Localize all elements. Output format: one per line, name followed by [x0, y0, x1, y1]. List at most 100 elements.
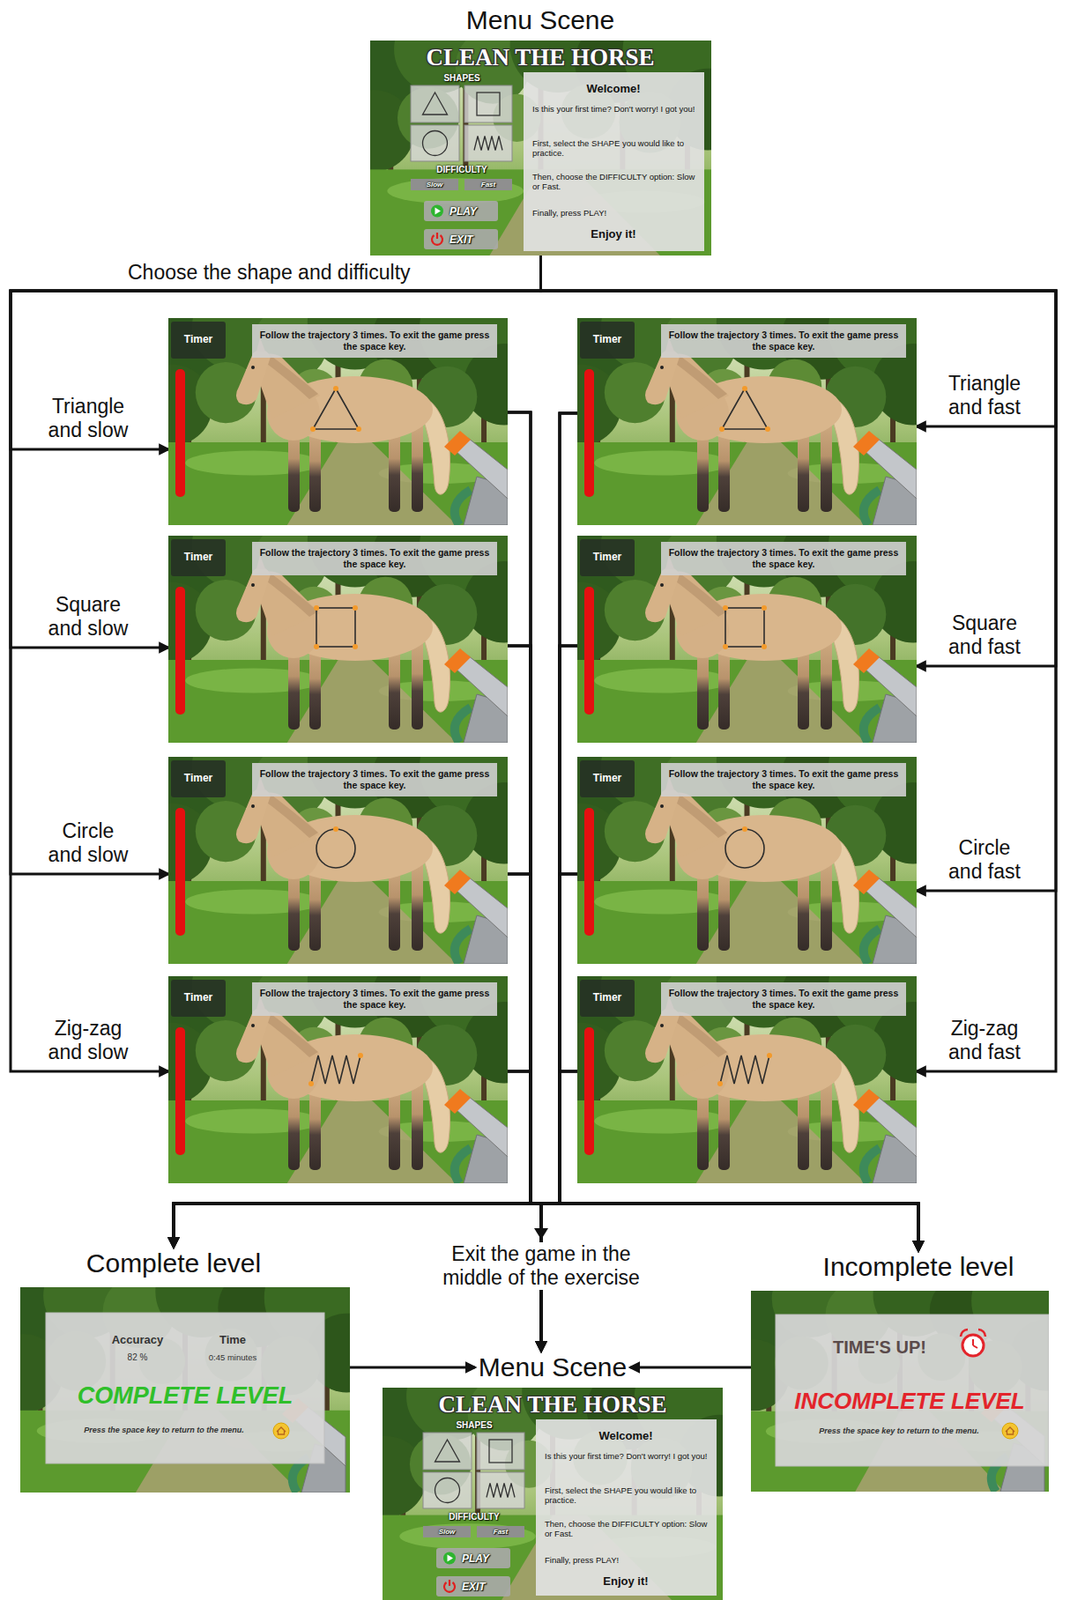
flow-label: Exit the game in the middle of the exerc… [426, 1242, 656, 1291]
menu-section-label: DIFFICULTY [436, 164, 488, 176]
illustration-polyline [720, 1055, 770, 1085]
illustration-circle [430, 205, 444, 218]
screenshot-box: Complete levelAccuracy82 %Time0:45 minut… [20, 1287, 350, 1494]
illustration-polyline [311, 1055, 361, 1085]
illustration-rect [168, 660, 508, 744]
illustration-circle [660, 583, 664, 588]
screenshot-box: Menu SceneCLEAN THE HORSESHAPESDIFFICULT… [370, 40, 712, 256]
instruction-banner: Follow the trajectory 3 times. To exit t… [661, 542, 907, 576]
illustration-circle [273, 1423, 290, 1440]
illustration-rect [436, 1548, 511, 1569]
illustration-rect [168, 535, 508, 744]
illustration-rect [535, 1419, 717, 1597]
illustration-rect [476, 1472, 525, 1509]
instruction-banner: Follow the trajectory 3 times. To exit t… [252, 763, 498, 797]
illustration-rect [464, 125, 513, 162]
illustration-rect [423, 200, 498, 222]
illustration-rect [168, 318, 508, 526]
illustration-rect [410, 85, 460, 123]
illustration-rect [436, 1576, 511, 1598]
illustration-polygon [853, 430, 880, 456]
illustration-polygon [435, 208, 442, 216]
illustration-circle [725, 829, 765, 869]
branch-label: Circle and slow [44, 819, 132, 868]
illustration-rect [577, 881, 917, 965]
illustration-path [236, 1008, 271, 1063]
panel-heading: Welcome! [586, 81, 640, 97]
illustration-rect [423, 1433, 472, 1471]
instruction-banner: Follow the trajectory 3 times. To exit t… [661, 324, 907, 358]
instruction-banner: Follow the trajectory 3 times. To exit t… [661, 982, 907, 1017]
illustration-path [1005, 1427, 1015, 1435]
connector-arrow [559, 646, 919, 1251]
illustration-circle [660, 365, 664, 370]
illustration-rect [410, 125, 460, 162]
illustration-polygon [853, 648, 880, 674]
difficulty-button: Fast [476, 1526, 525, 1539]
instruction-text: Finally, press PLAY! [544, 1555, 711, 1566]
illustration-circle [357, 1053, 364, 1059]
illustration-rect [577, 976, 917, 1184]
timer-label: Timer [170, 539, 226, 577]
illustration-circle [722, 605, 729, 611]
illustration-rect [175, 587, 186, 715]
connector-arrow [10, 255, 542, 875]
screenshot-box: Timer Follow the trajectory 3 times. To e… [577, 976, 917, 1184]
timer-label: Timer [170, 760, 226, 798]
illustration-circle [333, 386, 339, 392]
illustration-rect [45, 1313, 325, 1464]
menu-section-label: SHAPES [443, 73, 480, 84]
branch-label: Square and fast [941, 611, 1028, 660]
outcome-heading: Complete level [86, 1248, 261, 1279]
illustration-circle [352, 605, 358, 611]
illustration-rect [464, 85, 513, 123]
illustration-circle [722, 644, 729, 650]
illustration-rect [489, 1440, 513, 1464]
illustration-polygon [435, 1440, 461, 1463]
screenshot-box: TimerFollow the trajectory 3 times. To e… [577, 757, 917, 965]
timer-label: Timer [579, 539, 635, 577]
illustration-rect [175, 369, 186, 498]
illustration-path [645, 567, 680, 623]
panel-heading: Enjoy it! [602, 1575, 648, 1590]
illustration-circle [313, 605, 320, 611]
illustration-ellipse [594, 1108, 730, 1134]
illustration-circle [766, 1053, 773, 1059]
connector-arrow [541, 255, 1057, 667]
difficulty-button: Fast [464, 178, 513, 191]
result-label: Time [219, 1333, 246, 1348]
illustration-rect [577, 1100, 917, 1184]
illustration-circle [742, 386, 748, 392]
menu-button: PLAY [449, 205, 496, 219]
illustration-polygon [423, 92, 448, 115]
illustration-rect [410, 178, 459, 191]
connector-arrow [173, 413, 578, 1248]
status-banner: COMPLETE LEVEL [77, 1382, 294, 1411]
instruction-banner: Follow the trajectory 3 times. To exit t… [252, 542, 498, 576]
status-banner: INCOMPLETE LEVEL [794, 1388, 1025, 1416]
difficulty-button: Slow [410, 178, 459, 191]
menu-section-label: SHAPES [455, 1420, 492, 1432]
illustration-rect [725, 608, 765, 647]
screenshot-box: TimerFollow the trajectory 3 times. To e… [168, 976, 508, 1184]
illustration-rect [168, 976, 508, 1184]
menu-button: PLAY [461, 1552, 508, 1567]
illustration-polygon [853, 869, 880, 895]
timer-label: Timer [579, 980, 635, 1018]
illustration-circle [310, 426, 316, 432]
illustration-polygon [447, 1555, 454, 1563]
timer-label: Timer [170, 321, 226, 359]
illustration-rect [577, 660, 917, 744]
illustration-rect [423, 229, 498, 250]
illustration-rect [584, 587, 595, 715]
instruction-text: Finally, press PLAY! [532, 208, 699, 218]
illustration-rect [464, 178, 513, 191]
illustration-rect [168, 881, 508, 965]
illustration-rect [168, 757, 508, 965]
connector-arrow [349, 1367, 476, 1370]
illustration-path [236, 349, 271, 405]
illustration-path [645, 1008, 680, 1063]
illustration-line [973, 1345, 978, 1349]
illustration-polyline [486, 1484, 515, 1499]
